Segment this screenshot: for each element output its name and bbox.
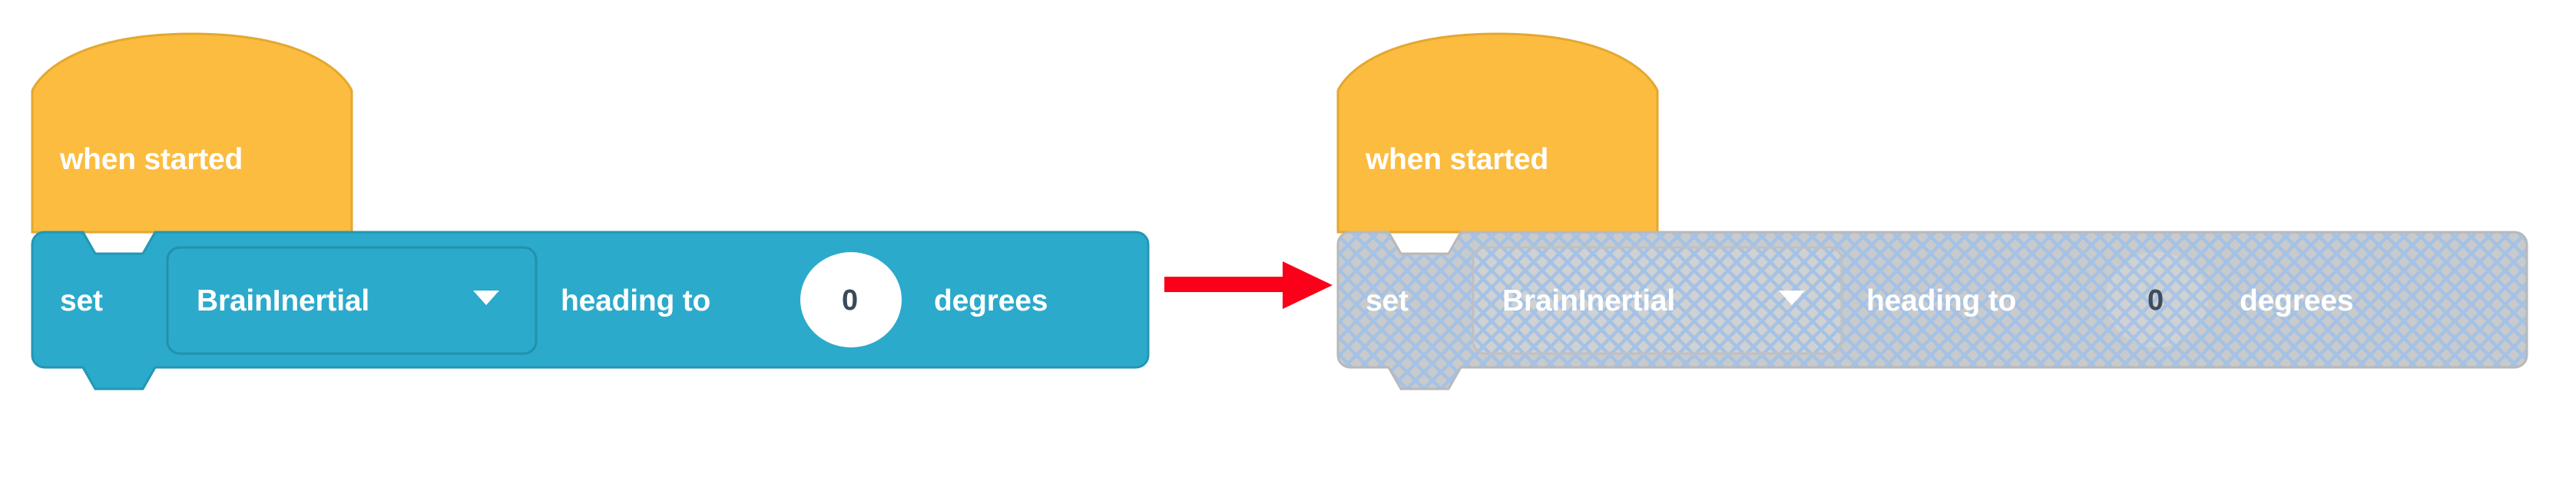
- chevron-down-icon[interactable]: [473, 291, 499, 305]
- heading-value-disabled: 0: [2147, 284, 2164, 317]
- hat-label-disabled: when started: [1366, 143, 1549, 176]
- statement-suffix-label-enabled: degrees: [934, 284, 1048, 317]
- enabled-block-stack[interactable]: when started set BrainInertial heading t…: [0, 0, 1167, 430]
- disabled-stack-shape: [1336, 32, 2528, 390]
- comparison-arrow: [1160, 254, 1344, 323]
- statement-suffix-label-disabled: degrees: [2240, 284, 2354, 317]
- right-arrow-icon: [1164, 261, 1333, 309]
- hat-label-enabled: when started: [60, 143, 243, 176]
- heading-value-enabled[interactable]: 0: [842, 284, 859, 317]
- dropdown-value-disabled: BrainInertial: [1502, 284, 1675, 317]
- hat-block-disabled-stack: [1336, 32, 1659, 234]
- dropdown-field-disabled: [1472, 246, 1843, 355]
- statement-middle-label-disabled: heading to: [1866, 284, 2017, 317]
- value-oval-enabled: [800, 252, 902, 347]
- statement-prefix-label-enabled: set: [60, 284, 103, 317]
- chevron-down-icon-disabled: [1779, 291, 1805, 305]
- statement-prefix-label-disabled: set: [1366, 284, 1409, 317]
- value-oval-disabled-overlay: [2106, 252, 2207, 347]
- hat-block-enabled: [31, 32, 353, 234]
- enabled-stack-shape: [31, 32, 1150, 390]
- disabled-block-stack[interactable]: when started set BrainInertial heading t…: [1306, 0, 2565, 430]
- statement-middle-label-enabled: heading to: [561, 284, 711, 317]
- dropdown-field-enabled: [166, 246, 538, 355]
- dropdown-value-enabled[interactable]: BrainInertial: [197, 284, 369, 317]
